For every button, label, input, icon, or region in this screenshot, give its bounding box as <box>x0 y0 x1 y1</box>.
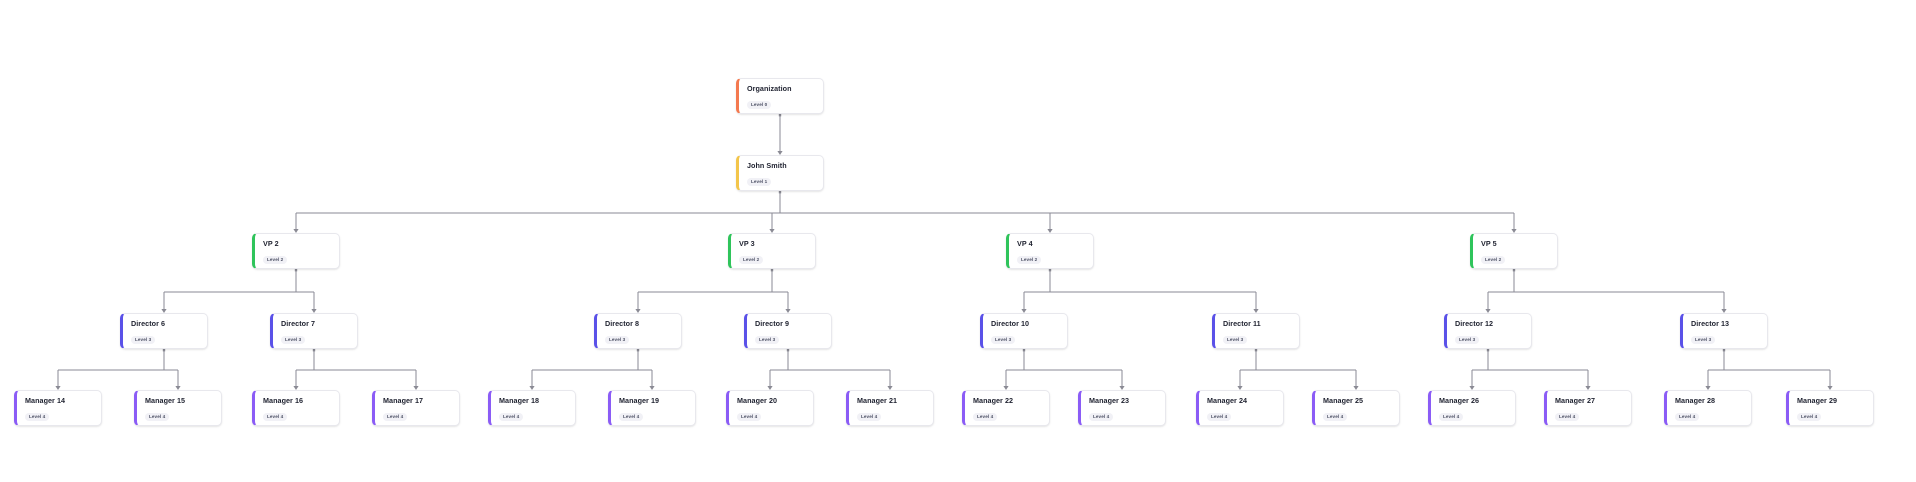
org-node-manager-24[interactable]: Manager 24 Level 4 <box>1196 390 1284 426</box>
org-node-level-badge: Level 4 <box>857 412 882 421</box>
org-node-title: Manager 28 <box>1675 396 1716 405</box>
org-node-manager-17[interactable]: Manager 17 Level 4 <box>372 390 460 426</box>
org-node-manager-15[interactable]: Manager 15 Level 4 <box>134 390 222 426</box>
org-node-title: Manager 25 <box>1323 396 1364 405</box>
org-node-title: Manager 19 <box>619 396 660 405</box>
org-node-level-badge: Level 2 <box>739 255 764 264</box>
org-node-title: Manager 22 <box>973 396 1014 405</box>
org-node-title: Manager 24 <box>1207 396 1248 405</box>
org-node-title: Manager 27 <box>1555 396 1596 405</box>
org-node-level-badge: Level 4 <box>1555 412 1580 421</box>
org-node-director-7[interactable]: Director 7 Level 3 <box>270 313 358 349</box>
org-node-manager-20[interactable]: Manager 20 Level 4 <box>726 390 814 426</box>
org-node-vp-2[interactable]: VP 2 Level 2 <box>252 233 340 269</box>
org-node-manager-14[interactable]: Manager 14 Level 4 <box>14 390 102 426</box>
org-node-director-13[interactable]: Director 13 Level 3 <box>1680 313 1768 349</box>
org-node-level-badge: Level 0 <box>747 100 772 109</box>
org-node-level-badge: Level 3 <box>131 335 156 344</box>
org-node-vp-4[interactable]: VP 4 Level 2 <box>1006 233 1094 269</box>
org-node-director-10[interactable]: Director 10 Level 3 <box>980 313 1068 349</box>
org-node-title: Manager 16 <box>263 396 304 405</box>
org-node-manager-16[interactable]: Manager 16 Level 4 <box>252 390 340 426</box>
org-node-vp-5[interactable]: VP 5 Level 2 <box>1470 233 1558 269</box>
org-node-title: Director 7 <box>281 319 316 328</box>
org-node-title: VP 3 <box>739 239 755 248</box>
org-node-title: Director 6 <box>131 319 166 328</box>
org-node-level-badge: Level 3 <box>281 335 306 344</box>
org-node-title: Organization <box>747 84 792 93</box>
org-node-manager-21[interactable]: Manager 21 Level 4 <box>846 390 934 426</box>
org-node-title: Manager 29 <box>1797 396 1838 405</box>
org-node-level-badge: Level 3 <box>1455 335 1480 344</box>
org-node-title: Manager 14 <box>25 396 66 405</box>
org-node-level-badge: Level 4 <box>1089 412 1114 421</box>
org-node-level-badge: Level 4 <box>1323 412 1348 421</box>
org-node-title: Director 8 <box>605 319 640 328</box>
org-node-director-9[interactable]: Director 9 Level 3 <box>744 313 832 349</box>
org-node-title: Director 13 <box>1691 319 1730 328</box>
org-node-level-badge: Level 4 <box>737 412 762 421</box>
org-node-level-badge: Level 3 <box>991 335 1016 344</box>
org-node-manager-29[interactable]: Manager 29 Level 4 <box>1786 390 1874 426</box>
org-node-title: Director 11 <box>1223 319 1261 328</box>
org-node-title: Director 9 <box>755 319 790 328</box>
org-node-title: VP 4 <box>1017 239 1033 248</box>
org-node-level-badge: Level 4 <box>619 412 644 421</box>
org-node-level-badge: Level 4 <box>263 412 288 421</box>
org-node-manager-18[interactable]: Manager 18 Level 4 <box>488 390 576 426</box>
org-node-manager-19[interactable]: Manager 19 Level 4 <box>608 390 696 426</box>
org-node-manager-28[interactable]: Manager 28 Level 4 <box>1664 390 1752 426</box>
org-node-title: Director 12 <box>1455 319 1494 328</box>
org-node-title: Manager 15 <box>145 396 186 405</box>
org-node-level-badge: Level 4 <box>973 412 998 421</box>
org-node-level-badge: Level 4 <box>499 412 524 421</box>
org-node-title: Manager 20 <box>737 396 778 405</box>
org-node-manager-27[interactable]: Manager 27 Level 4 <box>1544 390 1632 426</box>
org-node-level-badge: Level 4 <box>1439 412 1464 421</box>
org-node-level-badge: Level 4 <box>383 412 408 421</box>
org-node-title: VP 2 <box>263 239 279 248</box>
org-node-level-badge: Level 3 <box>755 335 780 344</box>
org-node-level-badge: Level 2 <box>1017 255 1042 264</box>
org-node-director-6[interactable]: Director 6 Level 3 <box>120 313 208 349</box>
org-node-level-badge: Level 4 <box>145 412 170 421</box>
org-node-level-badge: Level 3 <box>605 335 630 344</box>
org-node-level-badge: Level 4 <box>1207 412 1232 421</box>
org-node-title: Director 10 <box>991 319 1030 328</box>
org-node-level-badge: Level 2 <box>263 255 288 264</box>
org-node-title: John Smith <box>747 161 787 170</box>
org-node-level-badge: Level 3 <box>1223 335 1248 344</box>
org-node-level-badge: Level 3 <box>1691 335 1716 344</box>
org-node-title: Manager 17 <box>383 396 424 405</box>
org-node-level-badge: Level 4 <box>1675 412 1700 421</box>
org-node-director-11[interactable]: Director 11 Level 3 <box>1212 313 1300 349</box>
org-node-level-badge: Level 4 <box>25 412 50 421</box>
org-node-manager-22[interactable]: Manager 22 Level 4 <box>962 390 1050 426</box>
org-node-title: Manager 26 <box>1439 396 1480 405</box>
org-node-level-badge: Level 4 <box>1797 412 1822 421</box>
org-node-title: Manager 23 <box>1089 396 1130 405</box>
org-node-director-8[interactable]: Director 8 Level 3 <box>594 313 682 349</box>
org-node-level-badge: Level 1 <box>747 177 772 186</box>
org-node-vp-3[interactable]: VP 3 Level 2 <box>728 233 816 269</box>
org-node-manager-23[interactable]: Manager 23 Level 4 <box>1078 390 1166 426</box>
org-node-manager-25[interactable]: Manager 25 Level 4 <box>1312 390 1400 426</box>
org-node-title: Manager 18 <box>499 396 540 405</box>
org-node-director-12[interactable]: Director 12 Level 3 <box>1444 313 1532 349</box>
org-node-level-badge: Level 2 <box>1481 255 1506 264</box>
org-node-title: Manager 21 <box>857 396 898 405</box>
org-node-manager-26[interactable]: Manager 26 Level 4 <box>1428 390 1516 426</box>
org-node-title: VP 5 <box>1481 239 1497 248</box>
